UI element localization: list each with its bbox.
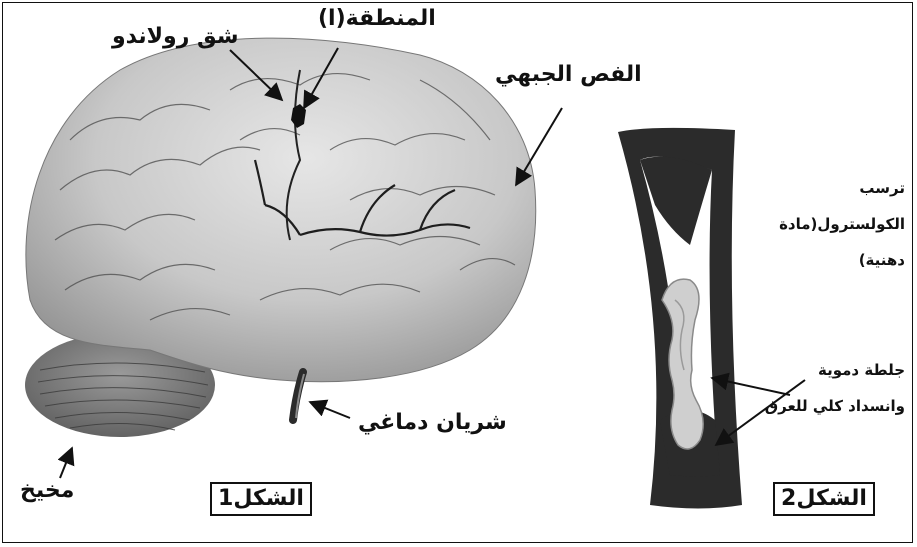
arrow-cerebellum <box>60 448 72 478</box>
arrow-artery <box>310 402 350 418</box>
label-rolando-fissure: شق رولاندو <box>112 24 239 49</box>
label-region-a: المنطقة(ا) <box>318 6 436 31</box>
label-frontal-lobe: الفص الجبهي <box>495 62 642 87</box>
label-cerebral-artery: شريان دماغي <box>358 410 507 435</box>
label-clot-line2: وانسداد كلي للعرق <box>735 388 905 424</box>
figure1-caption: الشكل1 <box>210 482 312 516</box>
cerebrum-shape <box>26 38 536 382</box>
figure2-caption: الشكل2 <box>773 482 875 516</box>
label-cholesterol: ترسب الكولسترول(مادة دهنية) <box>755 170 905 278</box>
label-cholesterol-line2: الكولسترول(مادة <box>755 206 905 242</box>
label-clot-line1: جلطة دموية <box>735 352 905 388</box>
label-cholesterol-line3: دهنية) <box>755 242 905 278</box>
label-clot: جلطة دموية وانسداد كلي للعرق <box>735 352 905 424</box>
label-cholesterol-line1: ترسب <box>755 170 905 206</box>
vessel-illustration <box>618 128 742 509</box>
label-cerebellum: مخيخ <box>20 478 74 503</box>
